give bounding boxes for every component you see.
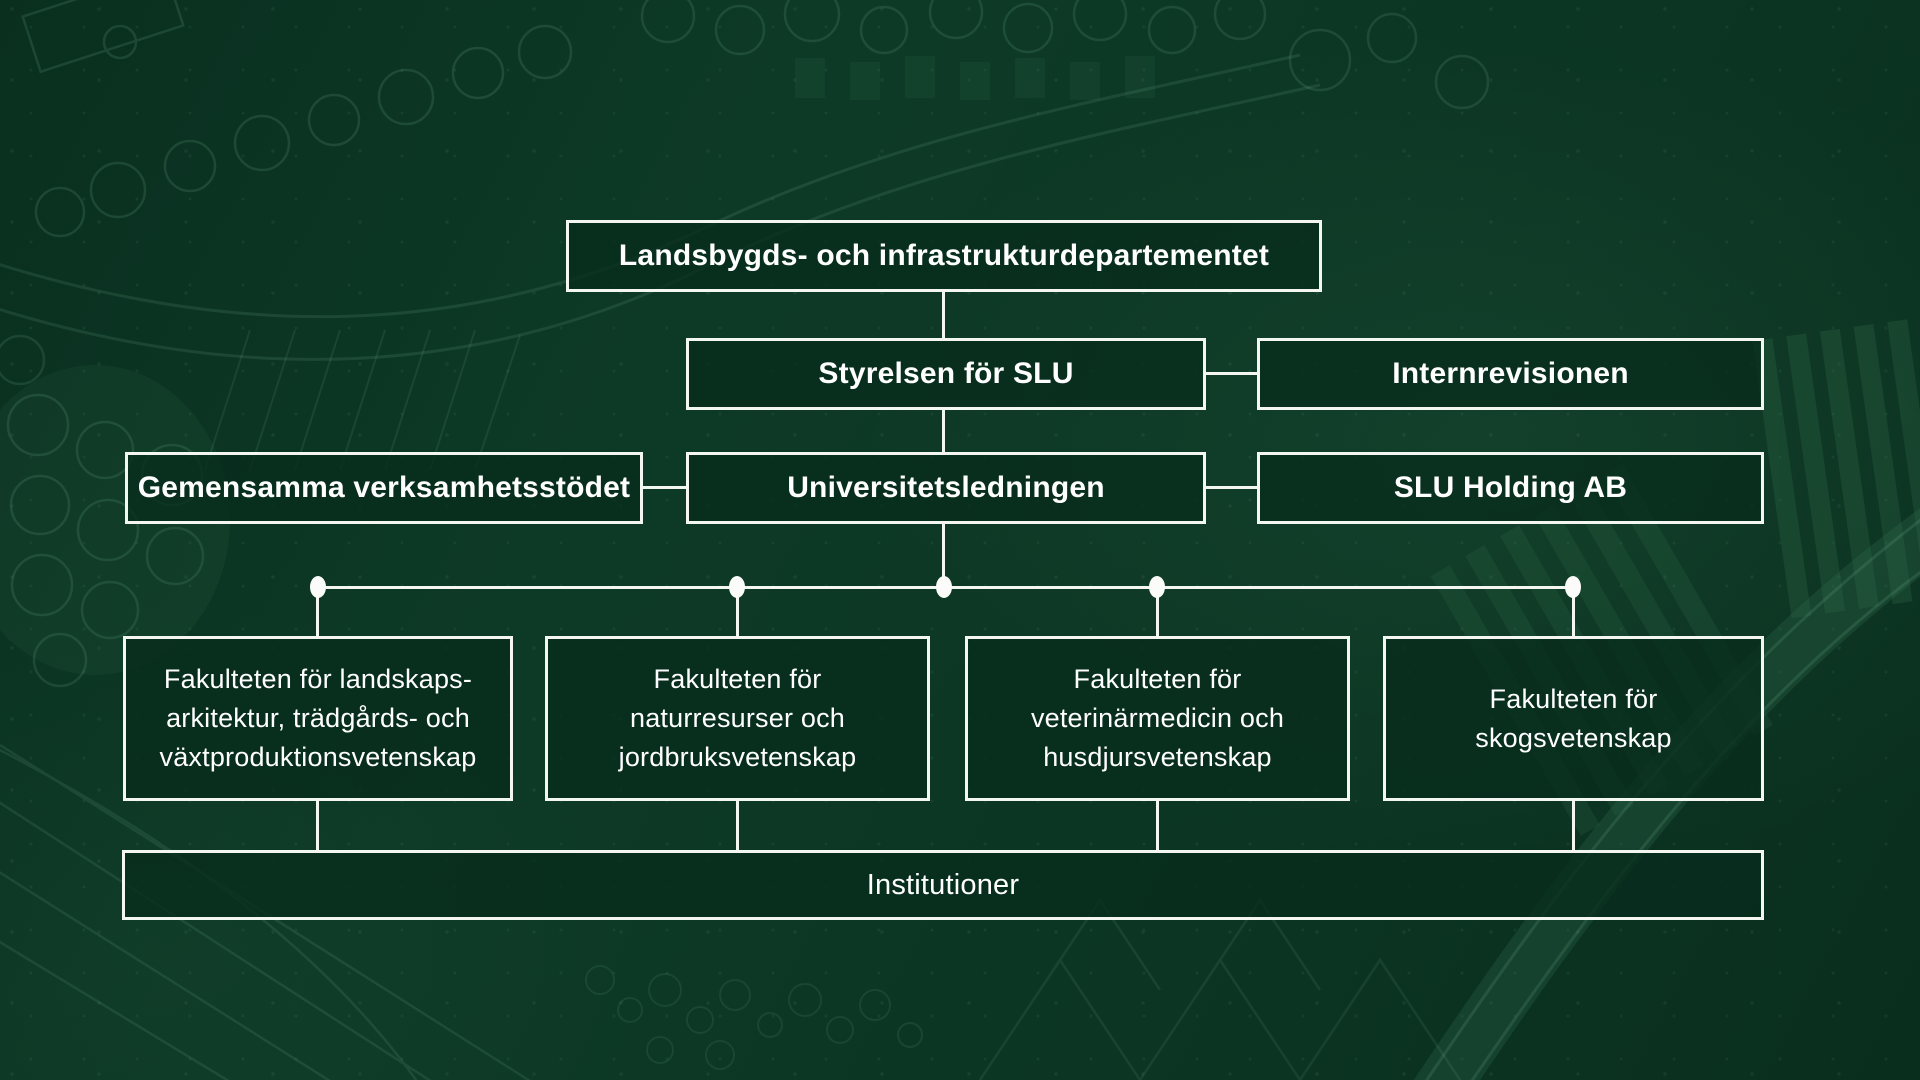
path-sketch xyxy=(0,53,1321,361)
node-faculty-forest-line1: Fakulteten för xyxy=(1489,683,1658,714)
node-faculty-natural-resources-line2: naturresurser och xyxy=(630,703,845,733)
connector-line-faculty-3 xyxy=(1156,589,1159,636)
connector-line-faculty-4 xyxy=(1572,589,1575,636)
node-board-label: Styrelsen för SLU xyxy=(818,357,1074,390)
connector-faculty2-departments xyxy=(736,801,739,850)
node-faculty-veterinary-line1: Fakulteten för xyxy=(1073,664,1242,694)
node-shared-support: Gemensamma verksamhetsstödet xyxy=(125,452,643,524)
field-strips-right xyxy=(1752,319,1920,619)
node-faculty-veterinary-line2: veterinärmedicin och xyxy=(1030,703,1285,733)
node-university-management-label: Universitetsledningen xyxy=(787,471,1105,504)
junction-dot-management xyxy=(936,576,952,598)
node-shared-support-label: Gemensamma verksamhetsstödet xyxy=(137,471,631,504)
connector-line-faculty-2 xyxy=(736,589,739,636)
junction-dot-faculty-3 xyxy=(1149,576,1165,598)
connector-faculty3-departments xyxy=(1156,801,1159,850)
connector-board-management xyxy=(942,410,945,452)
chevron-pattern xyxy=(978,897,1462,1080)
junction-dot-faculty-4 xyxy=(1565,576,1581,598)
node-board: Styrelsen för SLU xyxy=(686,338,1206,410)
field-hatch xyxy=(204,329,521,471)
node-holding-label: SLU Holding AB xyxy=(1393,471,1628,504)
node-departments: Institutioner xyxy=(122,850,1764,920)
node-department-label: Landsbygds- och infrastrukturdepartement… xyxy=(618,239,1270,272)
canopy-bubbles xyxy=(585,965,923,1070)
connector-department-board xyxy=(942,292,945,338)
node-faculty-forest-line2: skogsvetenskap xyxy=(1475,722,1672,753)
connector-management-faculties xyxy=(942,524,945,588)
connector-support-management xyxy=(643,486,686,489)
node-faculty-landscape-line3: växtproduktionsvetenskap xyxy=(159,742,477,772)
node-departments-label: Institutioner xyxy=(866,868,1020,901)
node-faculty-landscape-line2: arkitektur, trädgårds- och xyxy=(166,703,470,733)
tree-row-left xyxy=(21,0,573,238)
node-faculty-veterinary-line3: husdjursvetenskap xyxy=(1043,742,1272,772)
node-university-management: Universitetsledningen xyxy=(686,452,1206,524)
node-internal-audit-label: Internrevisionen xyxy=(1392,357,1629,390)
junction-dot-faculty-2 xyxy=(729,576,745,598)
node-faculty-natural-resources-line1: Fakulteten för xyxy=(653,664,822,694)
connector-management-holding xyxy=(1206,486,1257,489)
node-faculty-natural-resources-line3: jordbruksvetenskap xyxy=(618,742,857,772)
connector-faculty4-departments xyxy=(1572,801,1575,850)
tree-row-top xyxy=(640,0,1490,110)
junction-dot-faculty-1 xyxy=(310,576,326,598)
connector-line-faculty-1 xyxy=(316,589,319,636)
node-faculty-veterinary: Fakulteten för veterinärmedicin och husd… xyxy=(965,636,1350,801)
node-department: Landsbygds- och infrastrukturdepartement… xyxy=(566,220,1322,292)
node-faculty-natural-resources: Fakulteten för naturresurser och jordbru… xyxy=(545,636,930,801)
buildings-sketch xyxy=(795,56,1155,100)
node-faculty-forest: Fakulteten för skogsvetenskap xyxy=(1383,636,1764,801)
node-faculty-landscape-line1: Fakulteten för landskaps- xyxy=(163,664,473,694)
connector-board-audit xyxy=(1206,372,1257,375)
node-holding: SLU Holding AB xyxy=(1257,452,1764,524)
connector-faculty1-departments xyxy=(316,801,319,850)
node-internal-audit: Internrevisionen xyxy=(1257,338,1764,410)
node-faculty-landscape: Fakulteten för landskaps- arkitektur, tr… xyxy=(123,636,513,801)
